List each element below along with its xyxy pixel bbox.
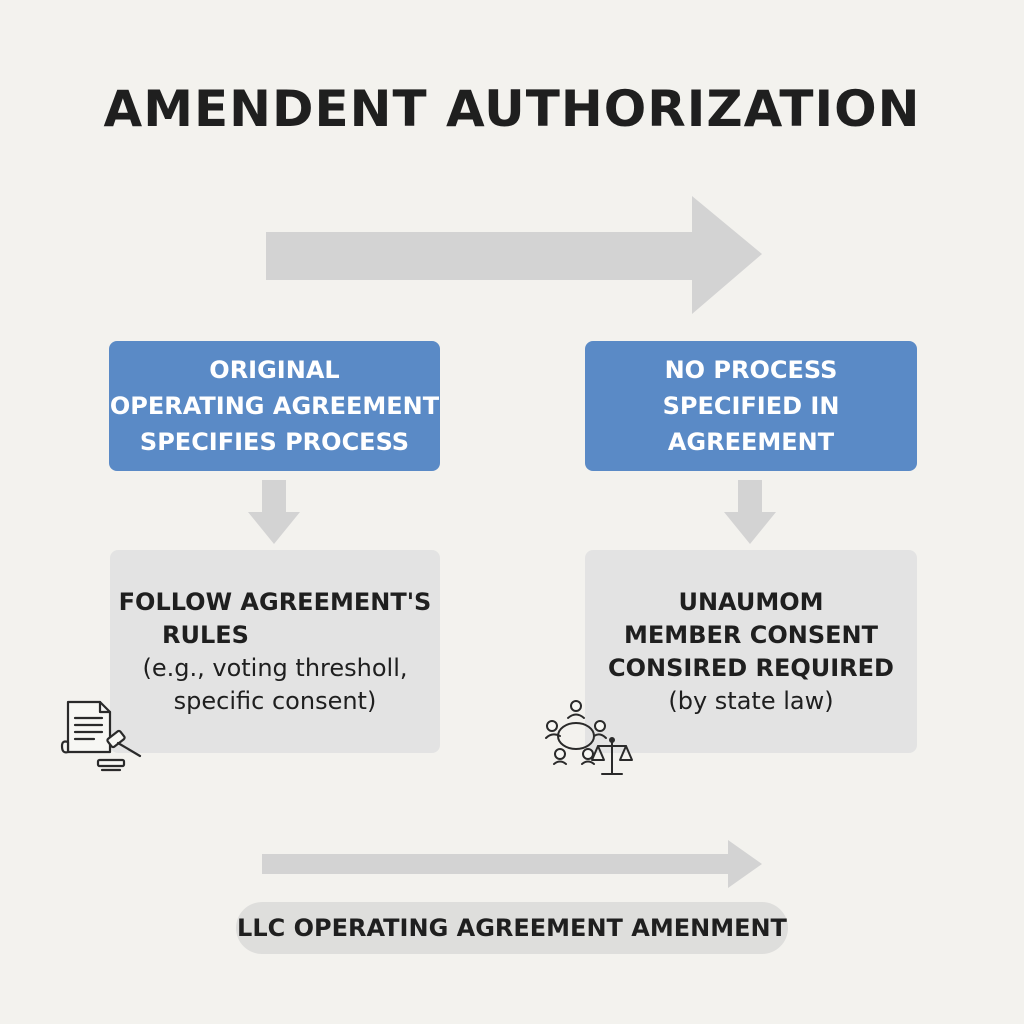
footer-label: LLC OPERATING AGREEMENT AMENMENT	[236, 902, 788, 954]
right-detail-rule: MEMBER CONSENT	[624, 620, 878, 649]
left-down-arrow	[248, 480, 300, 544]
right-header-line: AGREEMENT	[667, 428, 835, 456]
left-header-line: ORIGINAL	[209, 356, 340, 384]
left-detail-note: specific consent)	[173, 686, 377, 715]
left-header-line: SPECIFIES PROCESS	[139, 428, 410, 456]
left-detail-box: FOLLOW AGREEMENT'S RULES (e.g., voting t…	[110, 550, 440, 753]
left-header-line: OPERATING AGREEMENT	[109, 392, 440, 420]
right-header-line: SPECIFIED IN	[662, 392, 840, 420]
right-down-arrow	[724, 480, 776, 544]
left-detail-note: (e.g., voting thresholl,	[142, 653, 408, 682]
right-header-line: NO PROCESS	[664, 356, 838, 384]
bottom-arrow	[262, 840, 762, 888]
left-detail-rule: FOLLOW AGREEMENT'S	[118, 587, 432, 616]
right-detail-note: (by state law)	[668, 686, 834, 715]
right-detail-rule: UNAUMOM	[678, 587, 824, 616]
page-title: AMENDENT AUTHORIZATION	[103, 80, 921, 138]
right-header-box: NO PROCESS SPECIFIED IN AGREEMENT	[585, 341, 917, 471]
right-detail-box: UNAUMOM MEMBER CONSENT CONSIRED REQUIRED…	[585, 550, 917, 753]
right-detail-rule: CONSIRED REQUIRED	[608, 653, 894, 682]
top-arrow	[266, 196, 762, 314]
left-detail-rule: RULES	[162, 620, 249, 649]
members-scale-icon	[545, 700, 633, 775]
left-header-box: ORIGINAL OPERATING AGREEMENT SPECIFIES P…	[109, 341, 440, 471]
document-gavel-icon	[60, 700, 142, 772]
